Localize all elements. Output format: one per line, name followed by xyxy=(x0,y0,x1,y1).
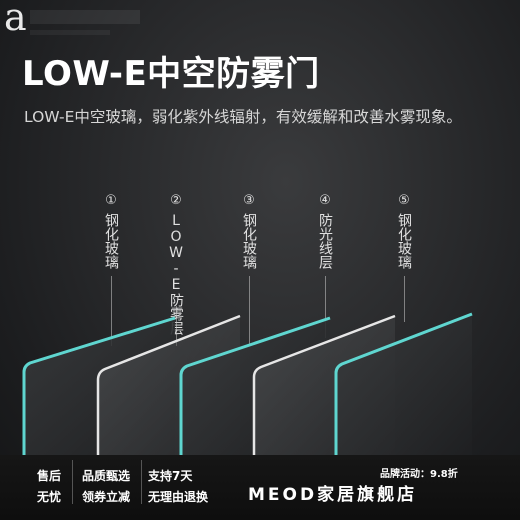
layer-number: ② xyxy=(170,193,182,208)
layer-label-2: ② LOW-E防雾层 xyxy=(166,193,186,335)
page-subtitle: LOW-E中空玻璃，弱化紫外线辐射，有效缓解和改善水雾现象。 xyxy=(24,108,462,126)
layer-leader-line-5 xyxy=(404,276,405,322)
logo-wordmark xyxy=(30,10,140,24)
layer-number: ① xyxy=(105,193,117,208)
badge-quality-line1: 品质甄选 xyxy=(82,469,131,483)
layer-leader-line-3 xyxy=(249,276,250,344)
layer-number: ③ xyxy=(243,193,255,208)
layer-text: 钢化玻璃 xyxy=(396,213,412,269)
layer-leader-line-2 xyxy=(176,306,177,346)
glass-pane-5 xyxy=(334,312,473,470)
badge-return-line2: 无理由退换 xyxy=(148,490,209,504)
brand-logo: a xyxy=(4,0,144,40)
layer-leader-line-1 xyxy=(111,276,112,346)
badge-after-sales-line2: 无忧 xyxy=(37,490,62,504)
layer-text: 钢化玻璃 xyxy=(241,213,257,269)
layer-leader-line-4 xyxy=(325,276,326,338)
brand-promo-text: 品牌活动：9.8折 xyxy=(380,469,458,480)
store-name[interactable]: MEOD家居旗舰店 xyxy=(248,485,418,505)
bottom-promo-bar xyxy=(0,455,520,520)
badge-return-line1: 支持7天 xyxy=(148,469,193,483)
badge-after-sales-line1: 售后 xyxy=(37,469,62,483)
layer-number: ④ xyxy=(319,193,331,208)
layer-text: 防光线层 xyxy=(317,213,333,269)
page-title: LOW-E中空防雾门 xyxy=(22,54,320,94)
layer-label-5: ⑤ 钢化玻璃 xyxy=(394,193,414,269)
bar-divider xyxy=(72,460,73,504)
layer-label-4: ④ 防光线层 xyxy=(315,193,335,269)
badge-quality-line2: 领券立减 xyxy=(82,490,131,504)
layer-text: LOW-E防雾层 xyxy=(168,213,184,335)
logo-letter: a xyxy=(4,0,27,39)
layer-text: 钢化玻璃 xyxy=(103,213,119,269)
layer-label-3: ③ 钢化玻璃 xyxy=(239,193,259,269)
bar-divider xyxy=(141,460,142,504)
logo-tagline xyxy=(30,30,110,35)
layer-label-1: ① 钢化玻璃 xyxy=(101,193,121,269)
layer-number: ⑤ xyxy=(398,193,410,208)
